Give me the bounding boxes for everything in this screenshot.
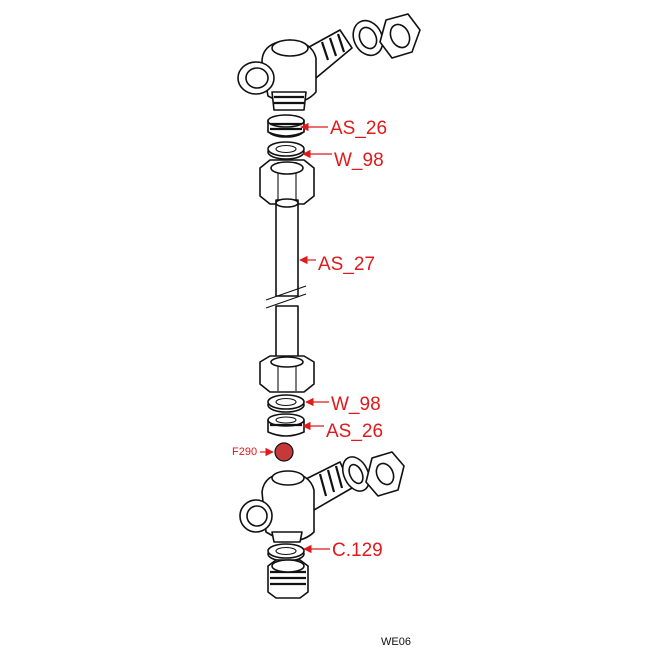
bottom-washer-c129 bbox=[267, 543, 305, 562]
bottom-threaded-sleeve bbox=[267, 413, 305, 437]
callout-as27: AS_27 bbox=[299, 254, 375, 275]
diagram-code-label: WE06 bbox=[381, 636, 411, 648]
callout-as26-bottom: AS_26 bbox=[302, 421, 383, 442]
bottom-hex-nut bbox=[259, 355, 315, 393]
callout-label-as26-bottom: AS_26 bbox=[326, 421, 383, 442]
callout-w98-top: W_98 bbox=[302, 149, 384, 171]
tube-pipe bbox=[265, 198, 307, 361]
callout-as26-top: AS_26 bbox=[300, 118, 387, 139]
top-right-nut-pair bbox=[352, 13, 421, 59]
top-hex-nut bbox=[259, 159, 315, 205]
callout-label-as26-top: AS_26 bbox=[330, 118, 387, 139]
callout-label-f290: F290 bbox=[232, 446, 257, 458]
callout-label-as27: AS_27 bbox=[318, 254, 375, 275]
top-tee-fitting bbox=[237, 29, 353, 111]
callout-label-c129: C.129 bbox=[332, 540, 383, 561]
top-washer-ring bbox=[267, 141, 305, 160]
bottom-tee-fitting bbox=[239, 461, 353, 543]
bottom-right-nut-pair bbox=[341, 451, 405, 497]
callout-label-w98-bottom: W_98 bbox=[331, 394, 381, 415]
f290-highlight-disc bbox=[274, 442, 294, 462]
callout-w98-bottom: W_98 bbox=[305, 394, 381, 415]
callout-f290: F290 bbox=[232, 446, 274, 458]
callout-c129: C.129 bbox=[303, 540, 383, 561]
top-threaded-sleeve bbox=[267, 114, 305, 138]
callout-label-w98-top: W_98 bbox=[334, 150, 384, 171]
bottom-union-nut bbox=[267, 559, 309, 599]
bottom-washer-ring bbox=[267, 394, 305, 413]
